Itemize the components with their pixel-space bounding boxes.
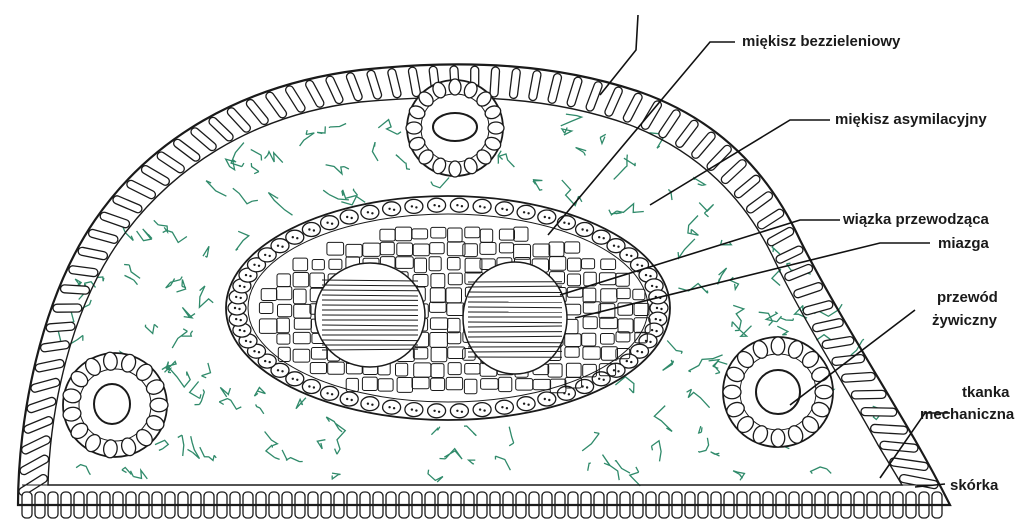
- epidermis-cell: [775, 245, 804, 265]
- epidermis-cell: [547, 73, 562, 104]
- epidermis-cell: [99, 211, 130, 229]
- xylem-right: [463, 262, 567, 374]
- epidermis-cell: [112, 195, 143, 214]
- epidermis-cell: [851, 390, 886, 399]
- epidermis-cell: [189, 126, 217, 152]
- epidermis-cell: [604, 86, 624, 118]
- epidermis-cell: [19, 454, 50, 476]
- epidermis-cell: [226, 106, 252, 134]
- epidermis-cell: [140, 164, 171, 187]
- epidermis-cell: [870, 424, 907, 434]
- epidermis-cell: [345, 72, 363, 102]
- epidermis-cell: [889, 457, 928, 470]
- epidermis-cell: [690, 131, 717, 160]
- epidermis-cell: [585, 81, 603, 113]
- epidermis-cell: [284, 84, 306, 113]
- label-skorka: skórka: [950, 477, 999, 494]
- epidermis-cell: [745, 190, 774, 214]
- label-przewod-line1: przewód: [937, 289, 998, 306]
- epidermis-cell: [325, 75, 345, 105]
- epidermis-cell: [387, 68, 402, 99]
- label-tkanka-line1: tkanka: [962, 384, 1010, 401]
- epidermis-cell: [822, 336, 855, 349]
- label-wiazka-przewodzaca: wiązka przewodząca: [842, 211, 990, 228]
- epidermis-cell: [566, 76, 583, 107]
- epidermis-cell: [640, 99, 663, 130]
- epidermis-cell: [53, 304, 82, 312]
- epidermis-cell: [207, 116, 234, 143]
- epidermis-cell: [304, 79, 325, 109]
- label-miekisz-bezzieleniowy: miękisz bezzieleniowy: [742, 33, 901, 50]
- epidermis-cell: [20, 435, 51, 456]
- vascular-bundle: [226, 196, 670, 420]
- resin-duct-left: [62, 352, 168, 459]
- epidermis-cell: [60, 285, 89, 295]
- epidermis-cell: [674, 119, 700, 149]
- epidermis-cell: [77, 247, 108, 261]
- epidermis-cell: [46, 322, 75, 332]
- epidermis-cell: [35, 359, 65, 373]
- label-przewod-line2: żywiczny: [932, 312, 998, 329]
- epidermis-cell: [802, 300, 833, 316]
- epidermis-cell: [841, 372, 875, 382]
- epidermis-cell: [156, 150, 186, 174]
- epidermis-cell: [657, 108, 681, 139]
- epidermis-cell: [40, 340, 70, 352]
- epidermis-cell: [366, 69, 382, 100]
- epidermis-cell: [528, 70, 541, 101]
- label-miekisz-asymilacyjny: miękisz asymilacyjny: [835, 111, 987, 128]
- epidermis-cell: [68, 265, 98, 277]
- epidermis-cell: [720, 158, 748, 185]
- epidermis-cell: [245, 98, 270, 126]
- xylem-left: [315, 263, 425, 367]
- epidermis-cell: [26, 396, 57, 413]
- epidermis-cell: [126, 179, 157, 200]
- epidermis-cell: [264, 91, 288, 120]
- epidermis-cell: [408, 67, 421, 98]
- resin-duct-top: [406, 79, 504, 177]
- resin-duct-right: [723, 337, 833, 447]
- epidermis-cell: [861, 408, 897, 417]
- epidermis-cell: [509, 68, 521, 99]
- epidermis-cell: [733, 174, 762, 200]
- epidermis-cell: [812, 318, 844, 332]
- epidermis-cell: [490, 67, 500, 97]
- epidermis-cell: [23, 415, 54, 434]
- epidermis-cell: [88, 229, 119, 245]
- label-tkanka-line2: mechaniczna: [920, 406, 1015, 423]
- epidermis-cell: [622, 92, 643, 123]
- epidermis-cell: [30, 378, 60, 394]
- epidermis-cell: [793, 282, 824, 299]
- epidermis-cell: [756, 208, 785, 231]
- epidermis-cell: [172, 138, 201, 163]
- label-miazga: miazga: [938, 235, 990, 252]
